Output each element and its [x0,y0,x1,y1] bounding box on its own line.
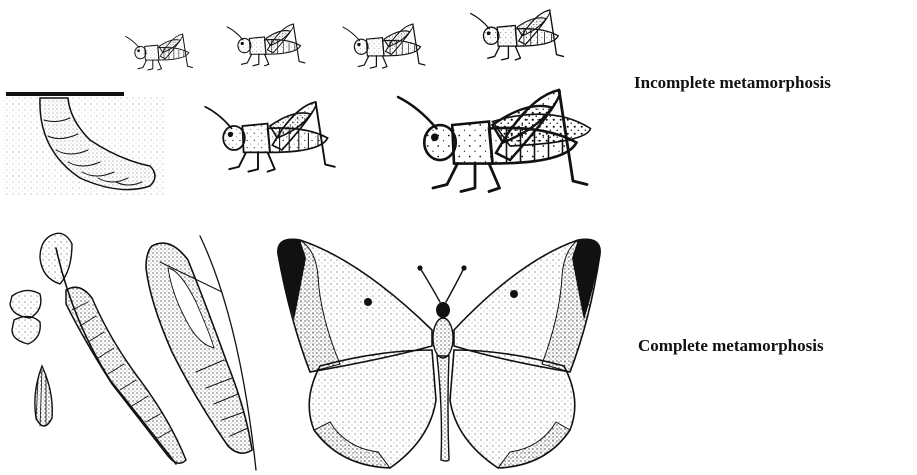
grasshopper-nymph-4 [471,10,564,60]
grasshopper-nymph-3 [343,24,425,68]
complete-metamorphosis-label: Complete metamorphosis [638,336,824,356]
grasshopper-nymph-5 [205,102,335,172]
adult-grasshopper [398,90,591,192]
grasshopper-egg-pod [4,92,164,196]
grasshopper-nymph-1 [126,34,193,70]
adult-butterfly [278,239,600,468]
grasshopper-nymph-2 [227,24,305,66]
incomplete-metamorphosis-label: Incomplete metamorphosis [634,73,831,93]
butterfly-egg [35,366,52,426]
